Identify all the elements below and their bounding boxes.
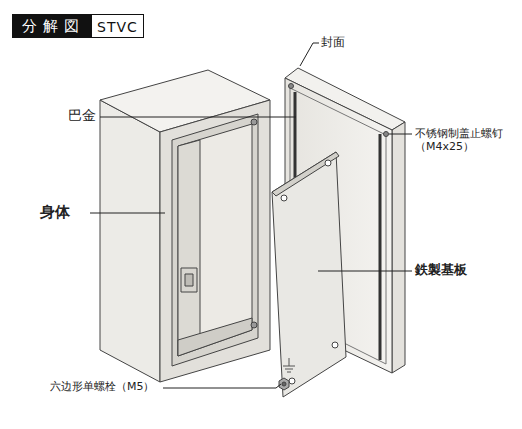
part-label: 鉄製基板 xyxy=(415,262,467,278)
model-box: STVC xyxy=(91,14,144,38)
model-code: STVC xyxy=(97,19,138,35)
part-label: 巴金 xyxy=(68,107,96,124)
diagram-title: 分解図 xyxy=(12,14,92,38)
part-label: 封面 xyxy=(321,35,345,49)
part-label: 身体 xyxy=(40,203,70,221)
part-label: 六边形单螺栓（M5） xyxy=(50,380,155,393)
part-label: 不锈钢制盖止螺钉（M4x25） xyxy=(415,127,515,153)
